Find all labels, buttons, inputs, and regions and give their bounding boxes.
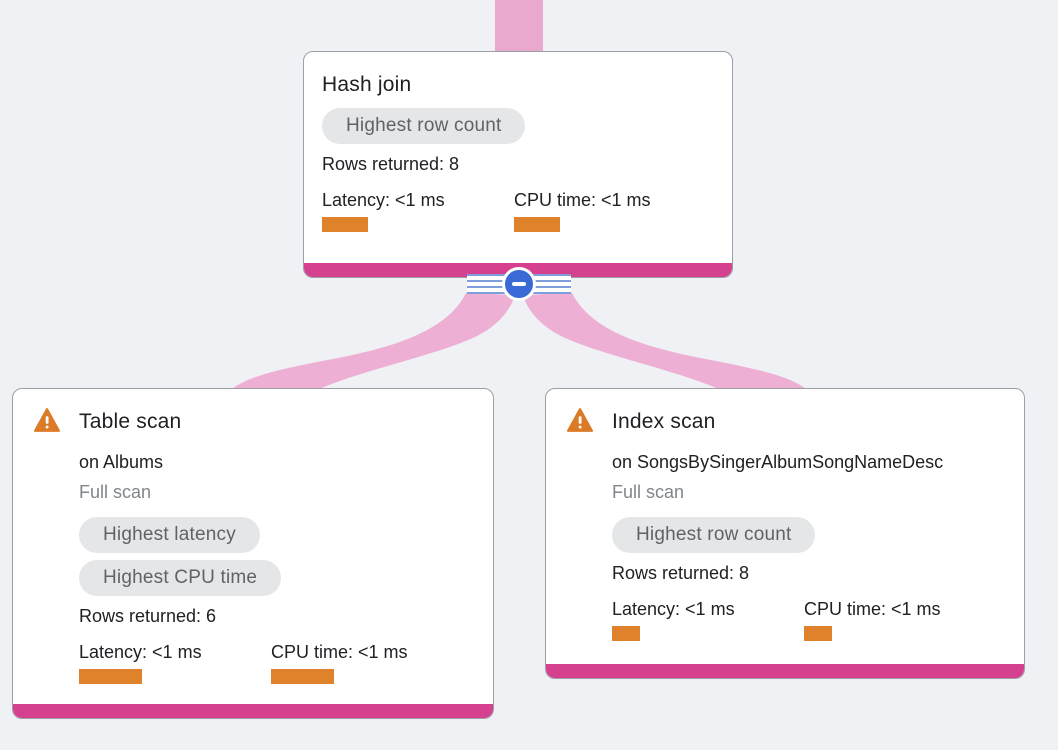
metrics: Latency: <1 ms CPU time: <1 ms [79,642,473,684]
edge-to-table-scan [227,293,515,393]
badge-highest-row-count: Highest row count [612,517,816,553]
latency-metric: Latency: <1 ms [79,642,271,684]
scan-type: Full scan [612,482,685,502]
latency-bar [612,626,640,641]
scan-target: on Albums [79,452,164,472]
plan-node-index-scan[interactable]: Index scan on SongsBySingerAlbumSongName… [545,388,1025,679]
minus-icon [512,282,526,286]
badge-list: Highest latency Highest CPU time [79,517,473,596]
badge-highest-latency: Highest latency [79,517,260,553]
cpu-time-label: CPU time: <1 ms [514,190,651,210]
node-title: Hash join [322,73,412,96]
metrics: Latency: <1 ms CPU time: <1 ms [612,599,1004,641]
node-subtitle: on Albums Full scan [79,447,473,507]
latency-bar [79,669,142,684]
plan-node-table-scan[interactable]: Table scan on Albums Full scan Highest l… [12,388,494,719]
badge-highest-cpu-time: Highest CPU time [79,560,282,596]
latency-bar [322,217,368,232]
node-subtitle: on SongsBySingerAlbumSongNameDesc Full s… [612,447,1004,507]
latency-label: Latency: <1 ms [79,642,202,662]
latency-label: Latency: <1 ms [322,190,445,210]
node-accent-bar [13,704,493,718]
badge-list: Highest row count [322,108,712,144]
node-accent-bar [546,664,1024,678]
warning-icon [34,408,60,432]
warning-icon [567,408,593,432]
cpu-time-bar [271,669,334,684]
rows-returned: Rows returned: 8 [322,154,460,174]
rows-returned: Rows returned: 8 [612,563,750,583]
plan-node-hash-join[interactable]: Hash join Highest row count Rows returne… [303,51,733,278]
edge-parent-trunk [495,0,543,53]
cpu-time-bar [804,626,832,641]
badge-list: Highest row count [612,517,1004,553]
cpu-time-label: CPU time: <1 ms [271,642,408,662]
latency-metric: Latency: <1 ms [612,599,804,641]
cpu-time-metric: CPU time: <1 ms [271,642,463,684]
node-title: Table scan [79,410,182,433]
latency-metric: Latency: <1 ms [322,190,514,232]
cpu-time-bar [514,217,560,232]
metrics: Latency: <1 ms CPU time: <1 ms [322,190,712,232]
rows-returned: Rows returned: 6 [79,606,217,626]
scan-target: on SongsBySingerAlbumSongNameDesc [612,452,944,472]
edge-to-index-scan [523,293,811,393]
cpu-time-label: CPU time: <1 ms [804,599,941,619]
cpu-time-metric: CPU time: <1 ms [804,599,996,641]
badge-highest-row-count: Highest row count [322,108,526,144]
node-title: Index scan [612,410,716,433]
cpu-time-metric: CPU time: <1 ms [514,190,706,232]
collapse-children-button[interactable] [502,267,536,301]
latency-label: Latency: <1 ms [612,599,735,619]
scan-type: Full scan [79,482,152,502]
